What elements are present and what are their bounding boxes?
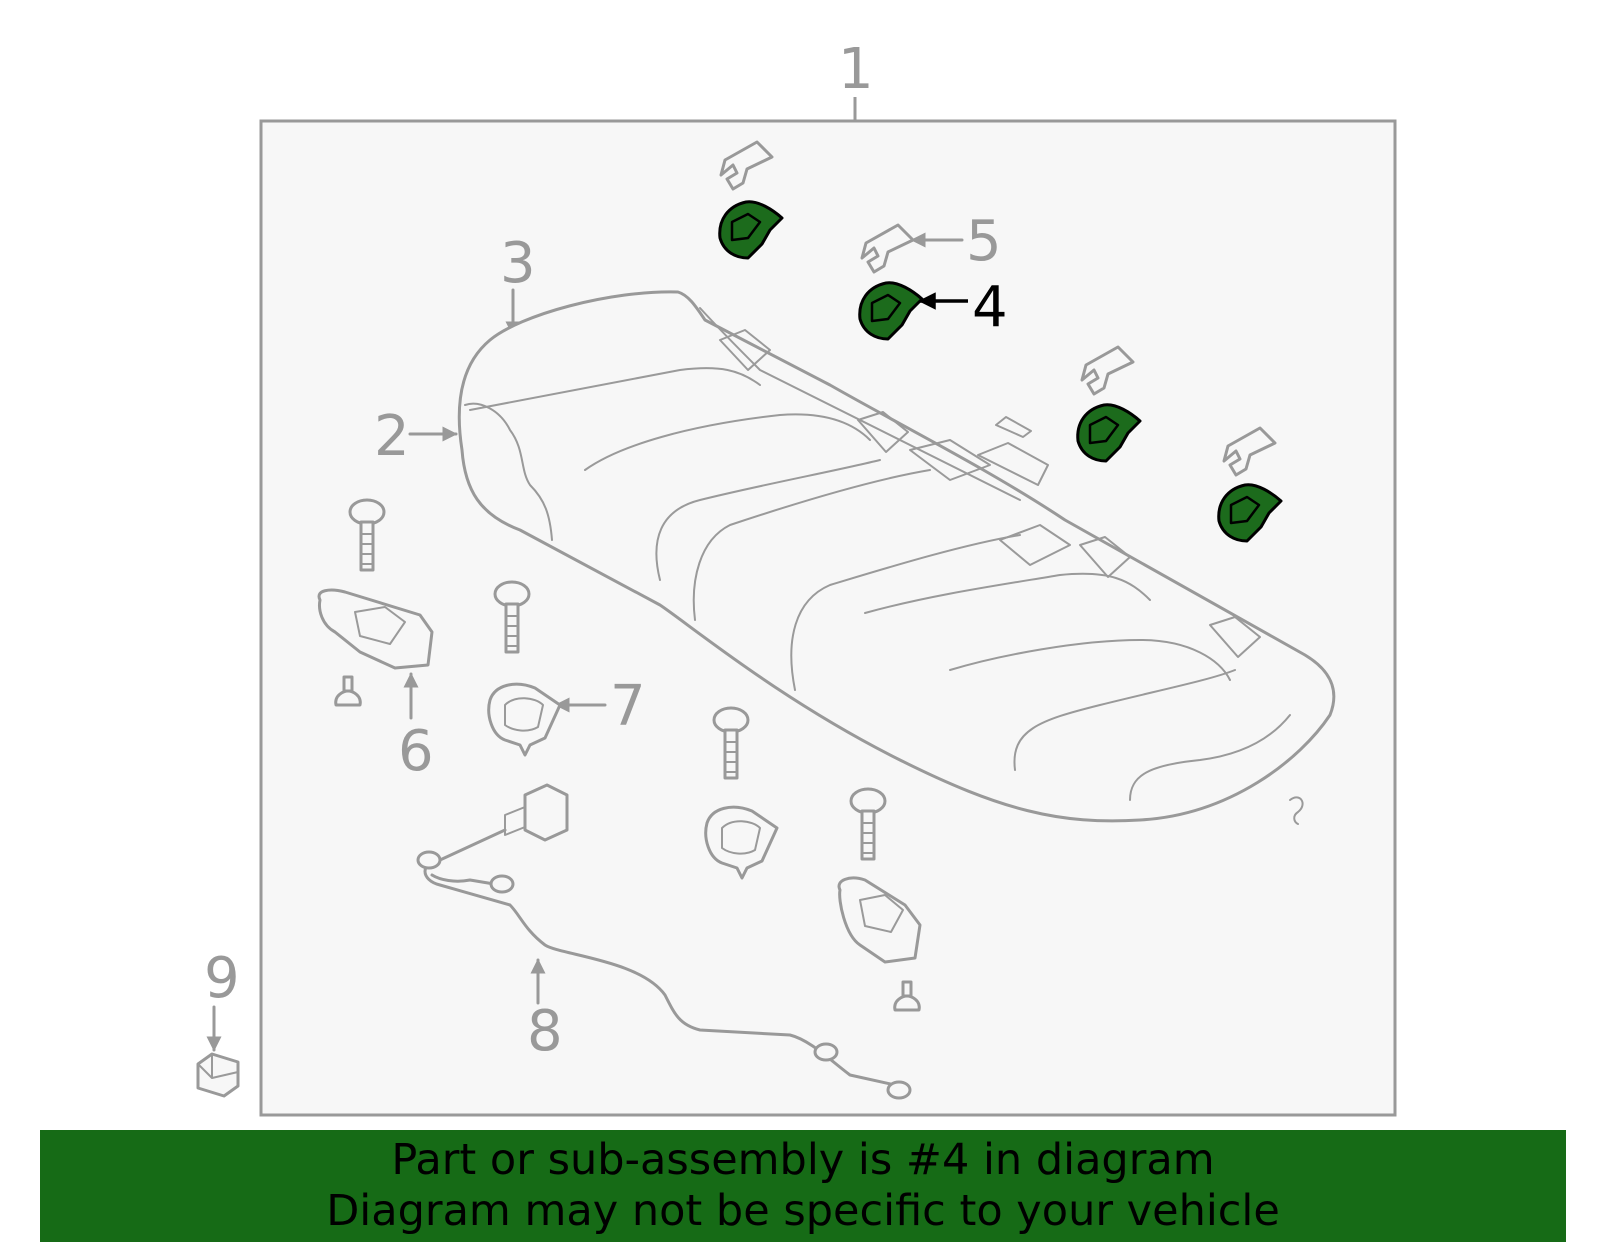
part-9-clip — [196, 1052, 240, 1098]
bolt — [849, 787, 887, 861]
hook-clip — [1222, 426, 1277, 477]
info-banner: Part or sub-assembly is #4 in diagram Di… — [40, 1130, 1566, 1242]
push-pin — [893, 980, 921, 1012]
callout-8[interactable]: 8 — [527, 999, 563, 1064]
hook-clip — [1080, 345, 1135, 396]
clip-4-c[interactable] — [1076, 403, 1142, 463]
hook-clips — [719, 140, 1277, 477]
clip-4-d[interactable] — [1217, 483, 1283, 543]
hook-clip — [860, 223, 915, 274]
banner-line-2: Diagram may not be specific to your vehi… — [326, 1186, 1280, 1236]
callout-4[interactable]: 4 — [972, 275, 1008, 340]
callout-7[interactable]: 7 — [610, 674, 646, 739]
hook-clip — [719, 140, 774, 191]
retainers — [487, 682, 779, 880]
bolts — [348, 498, 887, 861]
callout-5[interactable]: 5 — [966, 209, 1002, 274]
clip-4-b[interactable] — [858, 281, 924, 341]
bolt — [348, 498, 386, 572]
seat-cushion — [457, 290, 1336, 825]
banner-line-1: Part or sub-assembly is #4 in diagram — [391, 1135, 1215, 1185]
bolt — [712, 706, 750, 780]
callout-2[interactable]: 2 — [374, 404, 410, 469]
wire-harness — [416, 783, 912, 1100]
callout-1[interactable]: 1 — [838, 37, 874, 102]
callout-6[interactable]: 6 — [398, 719, 434, 784]
push-pin — [334, 675, 362, 707]
callout-3[interactable]: 3 — [500, 231, 536, 296]
clip-4-a[interactable] — [718, 200, 784, 260]
callout-9[interactable]: 9 — [204, 946, 240, 1011]
seat-brackets — [317, 588, 922, 1012]
highlighted-clips[interactable] — [718, 200, 1283, 543]
bolt — [493, 580, 531, 654]
